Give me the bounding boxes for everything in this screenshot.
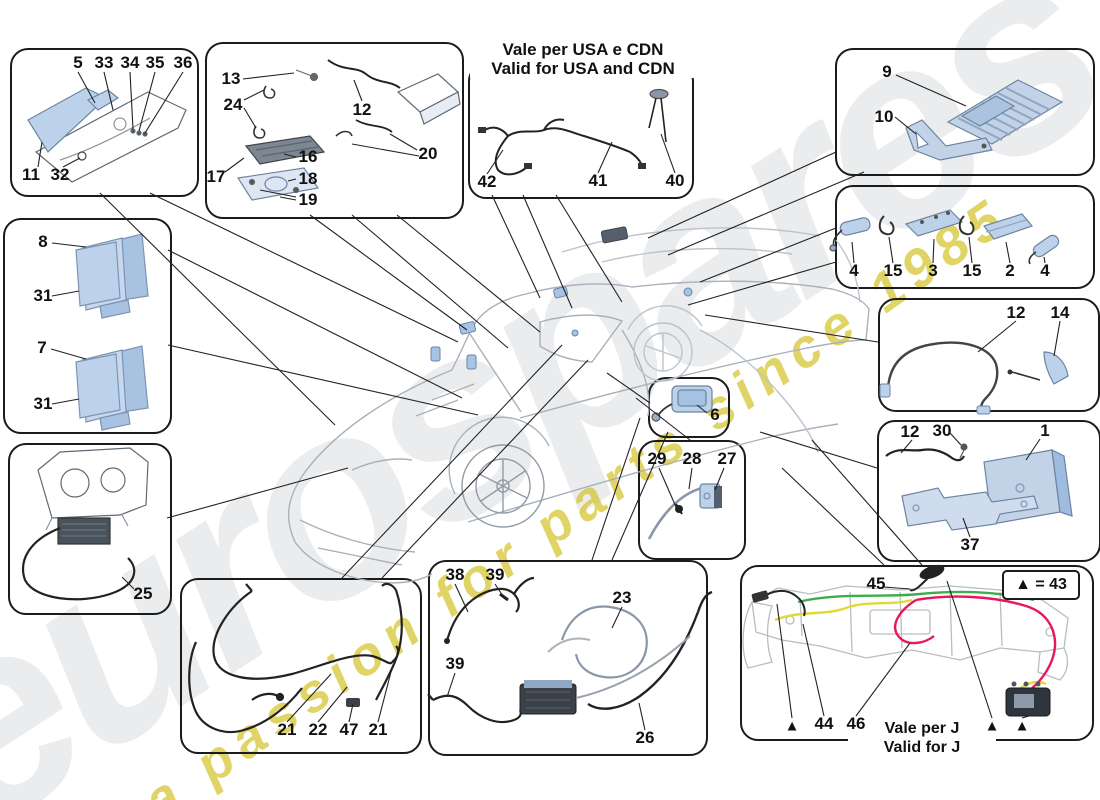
part-telematics-module [236, 59, 461, 201]
callout-42: 42 [477, 172, 497, 191]
callout-1: 1 [1040, 421, 1050, 440]
japan-note: Vale per J Valid for J [848, 719, 996, 757]
callout-15: 15 [883, 261, 903, 280]
japan-note-line2: Valid for J [883, 739, 961, 756]
triangle-marker: ▲ [1014, 717, 1030, 735]
part-aerial-cables-mid [427, 576, 713, 724]
callout-39: 39 [445, 654, 465, 673]
callout-20: 20 [418, 144, 438, 163]
callout-2: 2 [1005, 261, 1015, 280]
callout-17: 17 [206, 167, 226, 186]
dashboard-trim-antenna-box [10, 48, 199, 197]
triangle-legend-label: ▲ = 43 [1015, 576, 1067, 593]
callout-5: 5 [73, 53, 83, 72]
part-instrument-cluster [22, 447, 149, 601]
callout-15: 15 [962, 261, 982, 280]
callout-32: 32 [50, 165, 70, 184]
callout-25: 25 [133, 584, 153, 603]
part-japan-harness-frame [742, 585, 1069, 681]
callout-47: 47 [339, 720, 359, 739]
callout-24: 24 [223, 95, 243, 114]
callout-21: 21 [368, 720, 388, 739]
usa-cdn-note-line1: Vale per USA e CDN [502, 40, 664, 59]
callout-22: 22 [308, 720, 328, 739]
aerial-cables-mid-box [428, 560, 708, 756]
callout-10: 10 [874, 107, 894, 126]
ecu-modules-box [3, 218, 172, 434]
callout-23: 23 [612, 588, 632, 607]
part-antenna-amplifiers [829, 209, 1060, 265]
callout-4: 4 [1040, 261, 1050, 280]
aerial-cables-left-box [180, 578, 422, 754]
part-ecu-modules [75, 233, 149, 431]
triangle-marker: ▲ [784, 717, 800, 735]
callout-37: 37 [960, 535, 980, 554]
usa-cdn-note-line2: Valid for USA and CDN [491, 59, 675, 78]
part-usb-cable [647, 483, 722, 540]
callout-40: 40 [665, 171, 685, 190]
callout-11: 11 [22, 165, 40, 184]
callout-6: 6 [710, 405, 720, 424]
callout-13: 13 [221, 69, 241, 88]
callout-31: 31 [33, 394, 53, 413]
part-aerial-cables-left [188, 582, 403, 734]
callout-41: 41 [588, 171, 608, 190]
callout-38: 38 [445, 565, 465, 584]
callout-34: 34 [120, 53, 140, 72]
callout-12: 12 [900, 422, 920, 441]
callout-45: 45 [866, 574, 886, 593]
telematics-module-box [205, 42, 464, 219]
callout-3: 3 [928, 261, 938, 280]
callout-35: 35 [145, 53, 165, 72]
callout-28: 28 [682, 449, 702, 468]
callout-16: 16 [298, 147, 318, 166]
callout-29: 29 [647, 449, 667, 468]
part-dashboard-trim [27, 87, 187, 183]
part-bluetooth-module [651, 385, 713, 422]
instrument-cluster-box [8, 443, 172, 615]
callout-4: 4 [849, 261, 859, 280]
part-japan-harness-wires [751, 564, 1057, 717]
ecu-bracket-box [835, 48, 1095, 176]
callout-27: 27 [717, 449, 737, 468]
callout-7: 7 [37, 338, 47, 357]
triangle-legend: ▲ = 43 [1002, 570, 1080, 600]
part-antenna-cable-fin [879, 341, 1069, 415]
callout-33: 33 [94, 53, 114, 72]
part-ecu-with-bracket [905, 79, 1064, 161]
callout-18: 18 [298, 169, 318, 188]
callout-44: 44 [814, 714, 834, 733]
callout-12: 12 [352, 100, 372, 119]
callout-19: 19 [298, 190, 318, 209]
car-outline-drawing [287, 227, 870, 584]
callout-30: 30 [932, 421, 952, 440]
car-mounted-components [430, 226, 693, 370]
part-tuner-bracket [885, 443, 1073, 531]
callout-12: 12 [1006, 303, 1026, 322]
callout-39: 39 [485, 565, 505, 584]
car-wheels [461, 322, 693, 528]
part-usa-harness [478, 88, 669, 176]
callout-9: 9 [882, 62, 892, 81]
callout-8: 8 [38, 232, 48, 251]
callout-21: 21 [277, 720, 297, 739]
callout-14: 14 [1050, 303, 1070, 322]
callout-26: 26 [635, 728, 655, 747]
callout-36: 36 [173, 53, 193, 72]
triangle-marker: ▲ [984, 717, 1000, 735]
usa-cdn-note: Vale per USA e CDN Valid for USA and CDN [470, 40, 696, 78]
callout-leader-lines [37, 71, 1061, 731]
callout-46: 46 [846, 714, 866, 733]
usb-connector-box [638, 440, 746, 560]
japan-note-line1: Vale per J [884, 720, 960, 737]
callout-31: 31 [33, 286, 53, 305]
